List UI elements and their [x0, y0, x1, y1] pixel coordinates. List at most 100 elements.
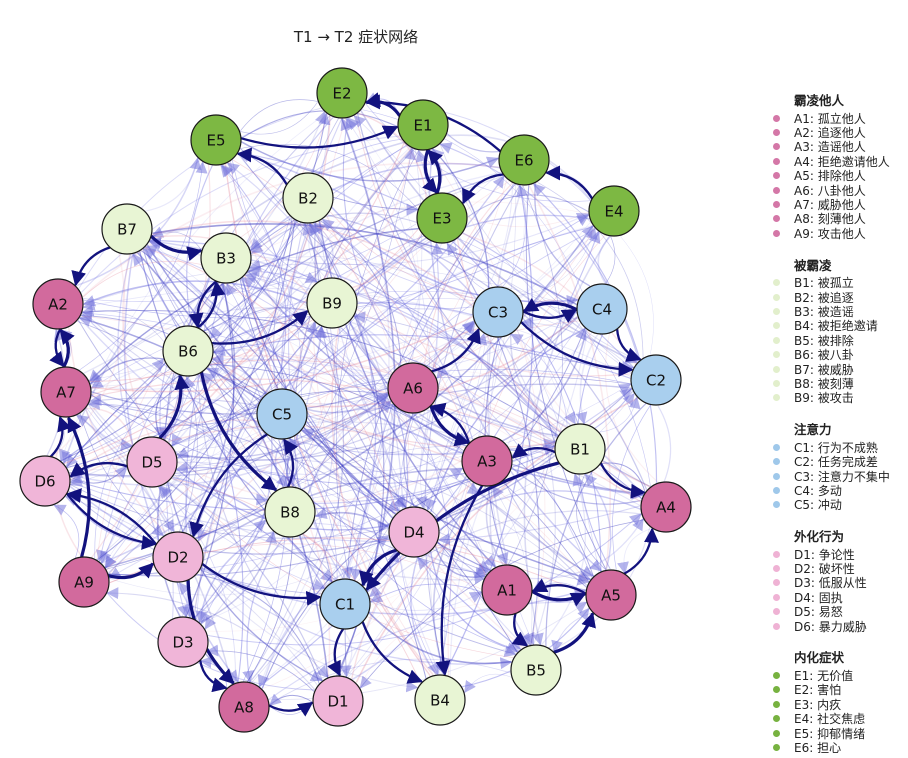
node-A9[interactable]: A9 — [58, 556, 110, 608]
node-C5[interactable]: C5 — [256, 388, 308, 440]
node-A8[interactable]: A8 — [218, 681, 270, 733]
legend-dot-icon — [773, 472, 780, 480]
node-B1[interactable]: B1 — [554, 423, 606, 475]
edge-B5-B1 — [540, 473, 586, 646]
node-circle-C2 — [630, 354, 682, 406]
edge-C5-B7 — [142, 248, 267, 396]
node-D2[interactable]: D2 — [152, 531, 204, 583]
legend-dot-icon — [773, 501, 780, 509]
node-label-C1: C1 — [335, 596, 355, 614]
strong-edge-C3-C2 — [520, 321, 634, 377]
node-label-D2: D2 — [167, 549, 188, 567]
legend-item-C1: C1: 行为不成熟 — [770, 440, 906, 455]
node-circle-C5 — [256, 388, 308, 440]
node-D5[interactable]: D5 — [126, 436, 178, 488]
edge-B7-A5 — [146, 243, 592, 583]
node-C4[interactable]: C4 — [576, 283, 628, 335]
node-D3[interactable]: D3 — [157, 616, 209, 668]
edge-B1-C3 — [510, 333, 568, 428]
edge-A7-C1 — [85, 406, 326, 591]
edge-D5-E3 — [170, 234, 423, 447]
legend-item-label: D6: 暴力威胁 — [794, 619, 867, 634]
edge-C1-B5 — [368, 611, 512, 665]
edge-A7-C3 — [90, 316, 473, 393]
node-A2[interactable]: A2 — [32, 278, 84, 330]
node-B3[interactable]: B3 — [200, 232, 252, 284]
edge-E6-A5 — [525, 184, 607, 570]
edge-D5-C4 — [175, 316, 578, 461]
node-A5[interactable]: A5 — [585, 569, 637, 621]
strong-edge-B3-B6 — [188, 280, 218, 329]
legend-item-D3: D3: 低服从性 — [770, 576, 906, 590]
node-B4[interactable]: B4 — [414, 674, 466, 726]
node-A4[interactable]: A4 — [640, 481, 692, 533]
edge-B1-B9 — [353, 311, 559, 437]
node-D1[interactable]: D1 — [312, 675, 364, 727]
node-E6[interactable]: E6 — [498, 134, 550, 186]
legend-dot-icon — [773, 201, 780, 209]
edge-D1-C3 — [347, 335, 489, 679]
node-A1[interactable]: A1 — [481, 564, 533, 616]
edge-D4-B3 — [240, 278, 401, 512]
node-E3[interactable]: E3 — [416, 192, 468, 244]
node-D4[interactable]: D4 — [388, 506, 440, 558]
edge-C4-E4 — [604, 236, 616, 285]
edge-C2-B7 — [151, 222, 633, 374]
node-E5[interactable]: E5 — [190, 114, 242, 166]
edge-D5-C3 — [174, 321, 475, 453]
node-C1[interactable]: C1 — [319, 578, 371, 630]
node-B7[interactable]: B7 — [101, 203, 153, 255]
legend-item-label: D5: 易怒 — [794, 605, 843, 620]
node-B9[interactable]: B9 — [306, 277, 358, 329]
edge-B3-C3 — [250, 262, 473, 310]
strong-edge-A8-D1 — [268, 701, 314, 717]
legend-item-label: D3: 低服从性 — [794, 576, 867, 591]
node-A3[interactable]: A3 — [461, 435, 513, 487]
edge-A2-D2 — [67, 326, 168, 535]
node-label-A3: A3 — [477, 453, 497, 471]
strong-edge-C4-C2 — [615, 328, 642, 362]
node-B6[interactable]: B6 — [162, 325, 214, 377]
legend-item-A5: A5: 排除他人 — [770, 169, 906, 183]
node-label-B8: B8 — [280, 504, 300, 522]
edge-E1-E6 — [446, 132, 500, 153]
edge-B9-B6 — [212, 307, 309, 344]
node-circle-E3 — [416, 192, 468, 244]
edge-C2-A2 — [82, 288, 632, 378]
node-C3[interactable]: C3 — [472, 286, 524, 338]
node-E1[interactable]: E1 — [397, 99, 449, 151]
edge-D4-E5 — [226, 162, 404, 510]
edge-B7-A4 — [148, 239, 645, 500]
node-B2[interactable]: B2 — [282, 172, 334, 224]
edge-A1-B3 — [241, 277, 492, 572]
node-E2[interactable]: E2 — [316, 67, 368, 119]
edge-A3-E5 — [232, 159, 472, 443]
edge-A4-C2 — [657, 405, 672, 483]
edge-E5-C3 — [236, 152, 476, 299]
node-circle-E6 — [498, 134, 550, 186]
node-E4[interactable]: E4 — [588, 185, 640, 237]
node-C2[interactable]: C2 — [630, 354, 682, 406]
legend-item-label: B1: 被孤立 — [794, 276, 854, 291]
strong-edge-D5-B6 — [158, 374, 190, 440]
edge-A6-E2 — [347, 117, 420, 364]
edge-A3-A8 — [261, 478, 470, 689]
strong-edge-D4-C1 — [359, 548, 398, 587]
node-D6[interactable]: D6 — [19, 455, 71, 507]
node-B5[interactable]: B5 — [510, 644, 562, 696]
edge-B3-E4 — [250, 213, 590, 266]
strong-edge-E4-E6 — [545, 165, 594, 200]
legend-item-E3: E3: 内疚 — [770, 697, 906, 712]
node-A7[interactable]: A7 — [40, 366, 92, 418]
edge-B6-A5 — [209, 363, 590, 586]
edge-A5-E3 — [452, 241, 602, 573]
edge-A7-D5 — [84, 407, 133, 451]
edge-D1-C4 — [351, 330, 589, 681]
edge-A7-D2 — [79, 412, 165, 537]
edge-E4-D3 — [200, 228, 597, 625]
node-B8[interactable]: B8 — [264, 486, 316, 538]
edge-A8-A3 — [261, 479, 470, 690]
node-A6[interactable]: A6 — [387, 362, 439, 414]
